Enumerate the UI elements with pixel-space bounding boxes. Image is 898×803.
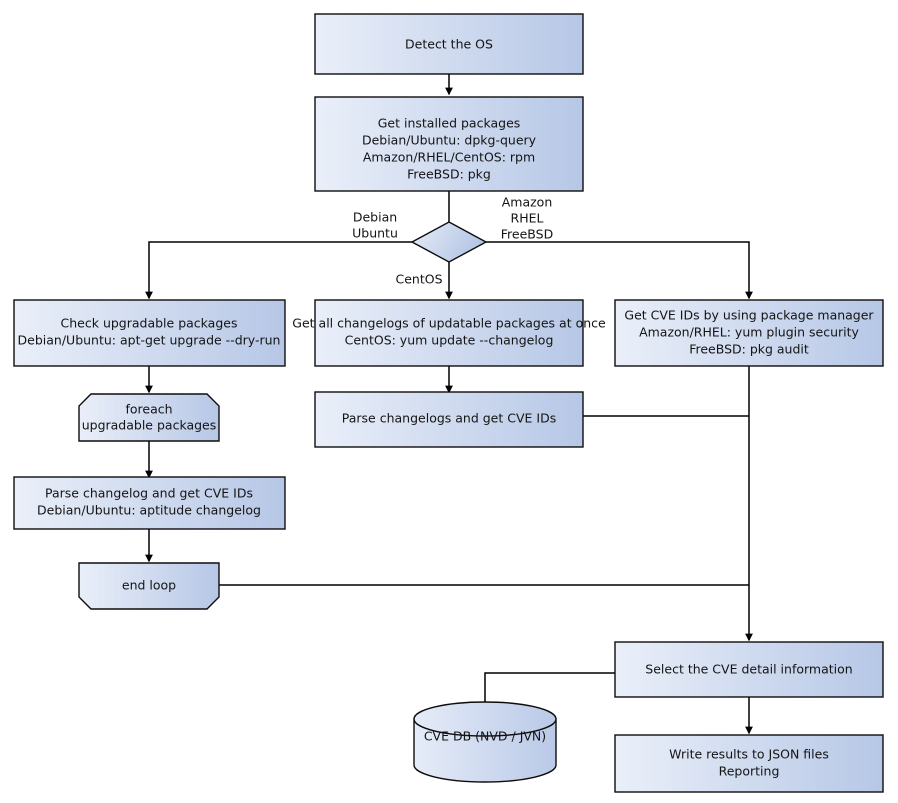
node-get-installed-packages-line-4: FreeBSD: pkg (407, 167, 491, 182)
edge-label-debian-ubuntu: Debian Ubuntu (352, 210, 398, 241)
edge-label-rhel: RHEL (511, 211, 544, 226)
edge-select-to-cvedb (484, 672, 615, 708)
node-check-upgradable-line-1: Check upgradable packages (61, 316, 238, 331)
node-select-cve-detail-line-1: Select the CVE detail information (645, 662, 852, 677)
edge-label-centos: CentOS (395, 272, 442, 287)
edge-decision-amazon (486, 241, 753, 300)
node-end-loop-line-1: end loop (122, 578, 176, 593)
node-write-results[interactable]: Write results to JSON files Reporting (614, 734, 884, 793)
node-parse-changelog-line-2: Debian/Ubuntu: aptitude changelog (37, 503, 261, 518)
edge-label-amazon: Amazon (502, 195, 553, 210)
node-parse-changelogs-line-1: Parse changelogs and get CVE IDs (342, 411, 556, 426)
node-detect-os-line-1: Detect the OS (405, 37, 493, 52)
node-get-cve-ids-line-2: Amazon/RHEL: yum plugin security (639, 325, 859, 340)
node-select-cve-detail[interactable]: Select the CVE detail information (614, 641, 884, 698)
node-get-cve-ids-line-1: Get CVE IDs by using package manager (624, 308, 874, 323)
node-foreach-line-1: foreach (125, 402, 172, 417)
node-get-installed-packages-line-3: Amazon/RHEL/CentOS: rpm (363, 150, 535, 165)
node-get-installed-packages-line-1: Get installed packages (378, 116, 521, 131)
edge-label-freebsd: FreeBSD (501, 227, 553, 242)
node-cve-db-line-1: CVE DB (NVD / JVN) (424, 729, 546, 744)
node-check-upgradable-line-2: Debian/Ubuntu: apt-get upgrade --dry-run (18, 333, 281, 348)
node-check-upgradable-packages[interactable]: Check upgradable packages Debian/Ubuntu:… (13, 299, 286, 367)
node-parse-changelog-line-1: Parse changelog and get CVE IDs (45, 486, 253, 501)
node-write-results-line-1: Write results to JSON files (669, 747, 829, 762)
node-write-results-line-2: Reporting (719, 764, 780, 779)
node-get-cve-ids-line-3: FreeBSD: pkg audit (689, 342, 809, 357)
node-get-all-changelogs[interactable]: Get all changelogs of updatable packages… (292, 299, 606, 367)
node-get-installed-packages[interactable]: Get installed packages Debian/Ubuntu: dp… (314, 96, 584, 192)
edge-label-amazon-rhel-freebsd: Amazon RHEL FreeBSD (501, 195, 553, 242)
edge-layer (145, 74, 753, 735)
edge-label-debian: Debian (353, 210, 397, 225)
edge-decision-debian (145, 241, 412, 300)
edge-label-ubuntu: Ubuntu (352, 226, 398, 241)
node-get-installed-packages-line-2: Debian/Ubuntu: dpkg-query (362, 133, 537, 148)
node-get-all-changelogs-line-1: Get all changelogs of updatable packages… (292, 316, 606, 331)
node-get-all-changelogs-line-2: CentOS: yum update --changelog (345, 333, 554, 348)
node-foreach-loop-start[interactable]: foreach upgradable packages (78, 393, 220, 442)
node-foreach-line-2: upgradable packages (82, 418, 217, 433)
node-get-cve-ids-package-manager[interactable]: Get CVE IDs by using package manager Ama… (614, 299, 884, 367)
node-cve-db[interactable]: CVE DB (NVD / JVN) (413, 701, 557, 783)
node-parse-changelog-cve-ids[interactable]: Parse changelog and get CVE IDs Debian/U… (13, 476, 286, 530)
node-end-loop[interactable]: end loop (78, 562, 220, 610)
node-detect-os[interactable]: Detect the OS (314, 13, 584, 75)
node-parse-changelogs-cve-ids[interactable]: Parse changelogs and get CVE IDs (314, 391, 584, 448)
node-os-decision[interactable] (410, 221, 488, 263)
